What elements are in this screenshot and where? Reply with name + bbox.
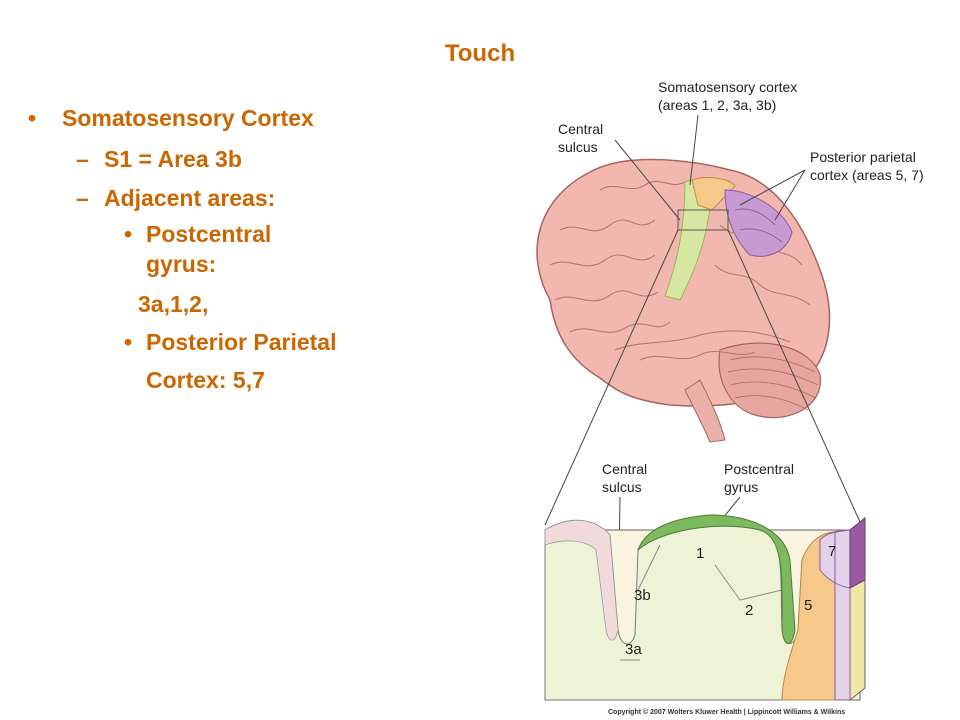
bullet-marker: • (124, 329, 133, 355)
brain-figure: Somatosensory cortex (areas 1, 2, 3a, 3b… (520, 60, 960, 720)
label-posterior-line2: cortex (areas 5, 7) (810, 167, 924, 183)
area-7-label: 7 (828, 543, 836, 560)
slide-title: Touch (444, 40, 516, 67)
label-central-sulcus-2-line1: Central (602, 461, 647, 477)
brain-lateral-view (536, 158, 831, 443)
area-5-label: 5 (804, 597, 812, 614)
area-1-label: 1 (696, 545, 704, 562)
dash-marker: – (76, 185, 89, 211)
brainstem (684, 379, 726, 443)
area-boundaries (620, 544, 783, 661)
sulcus-left-wall (544, 519, 619, 641)
leader-lines (544, 114, 861, 526)
dash-marker: – (76, 146, 89, 172)
bullet-adjacent-areas: Adjacent areas: (104, 185, 276, 211)
bullet-posterior-parietal-line1: Posterior Parietal (146, 329, 337, 355)
copyright-notice: Copyright © 2007 Wolters Kluwer Health |… (608, 708, 845, 716)
bullet-posterior-parietal-line2: Cortex: 5,7 (146, 367, 265, 393)
label-central-sulcus-line2: sulcus (558, 139, 598, 155)
parietal-folds (734, 208, 783, 243)
postcentral-gyrus-band (637, 514, 796, 644)
bullet-marker: • (28, 105, 37, 131)
area-2-label: 2 (745, 602, 753, 619)
bullet-marker: • (124, 221, 133, 247)
bullet-list: • Somatosensory Cortex – S1 = Area 3b – … (28, 105, 337, 393)
bullet-s1-area-3b: S1 = Area 3b (104, 146, 242, 172)
bullet-somatosensory-cortex: Somatosensory Cortex (62, 105, 314, 131)
cortex-cross-section: 1 2 3b 3a 5 7 (544, 514, 866, 702)
label-central-sulcus-2-line2: sulcus (602, 479, 642, 495)
label-posterior-line1: Posterior parietal (810, 149, 916, 165)
zoom-square (677, 209, 729, 231)
area-3a-label: 3a (625, 641, 642, 658)
posterior-parietal-region (724, 189, 793, 257)
label-central-sulcus-line1: Central (558, 121, 603, 137)
bullet-postcentral-line1: Postcentral (146, 221, 272, 247)
brain-illustration: Somatosensory cortex (areas 1, 2, 3a, 3b… (536, 79, 924, 716)
cerebellum-folds (727, 356, 819, 411)
gyri-texture (549, 180, 811, 361)
label-somatosensory-line1: Somatosensory cortex (658, 79, 797, 95)
area-3b-label: 3b (634, 587, 651, 604)
area-7-side (849, 516, 866, 589)
label-somatosensory-line2: (areas 1, 2, 3a, 3b) (658, 97, 776, 113)
label-postcentral-line1: Postcentral (724, 461, 794, 477)
label-postcentral-line2: gyrus (724, 479, 758, 495)
bullet-postcentral-line2: gyrus: (146, 251, 217, 277)
bullet-postcentral-areas: 3a,1,2, (138, 291, 209, 317)
cerebellum (718, 342, 822, 419)
somatosensory-orange (691, 177, 736, 211)
